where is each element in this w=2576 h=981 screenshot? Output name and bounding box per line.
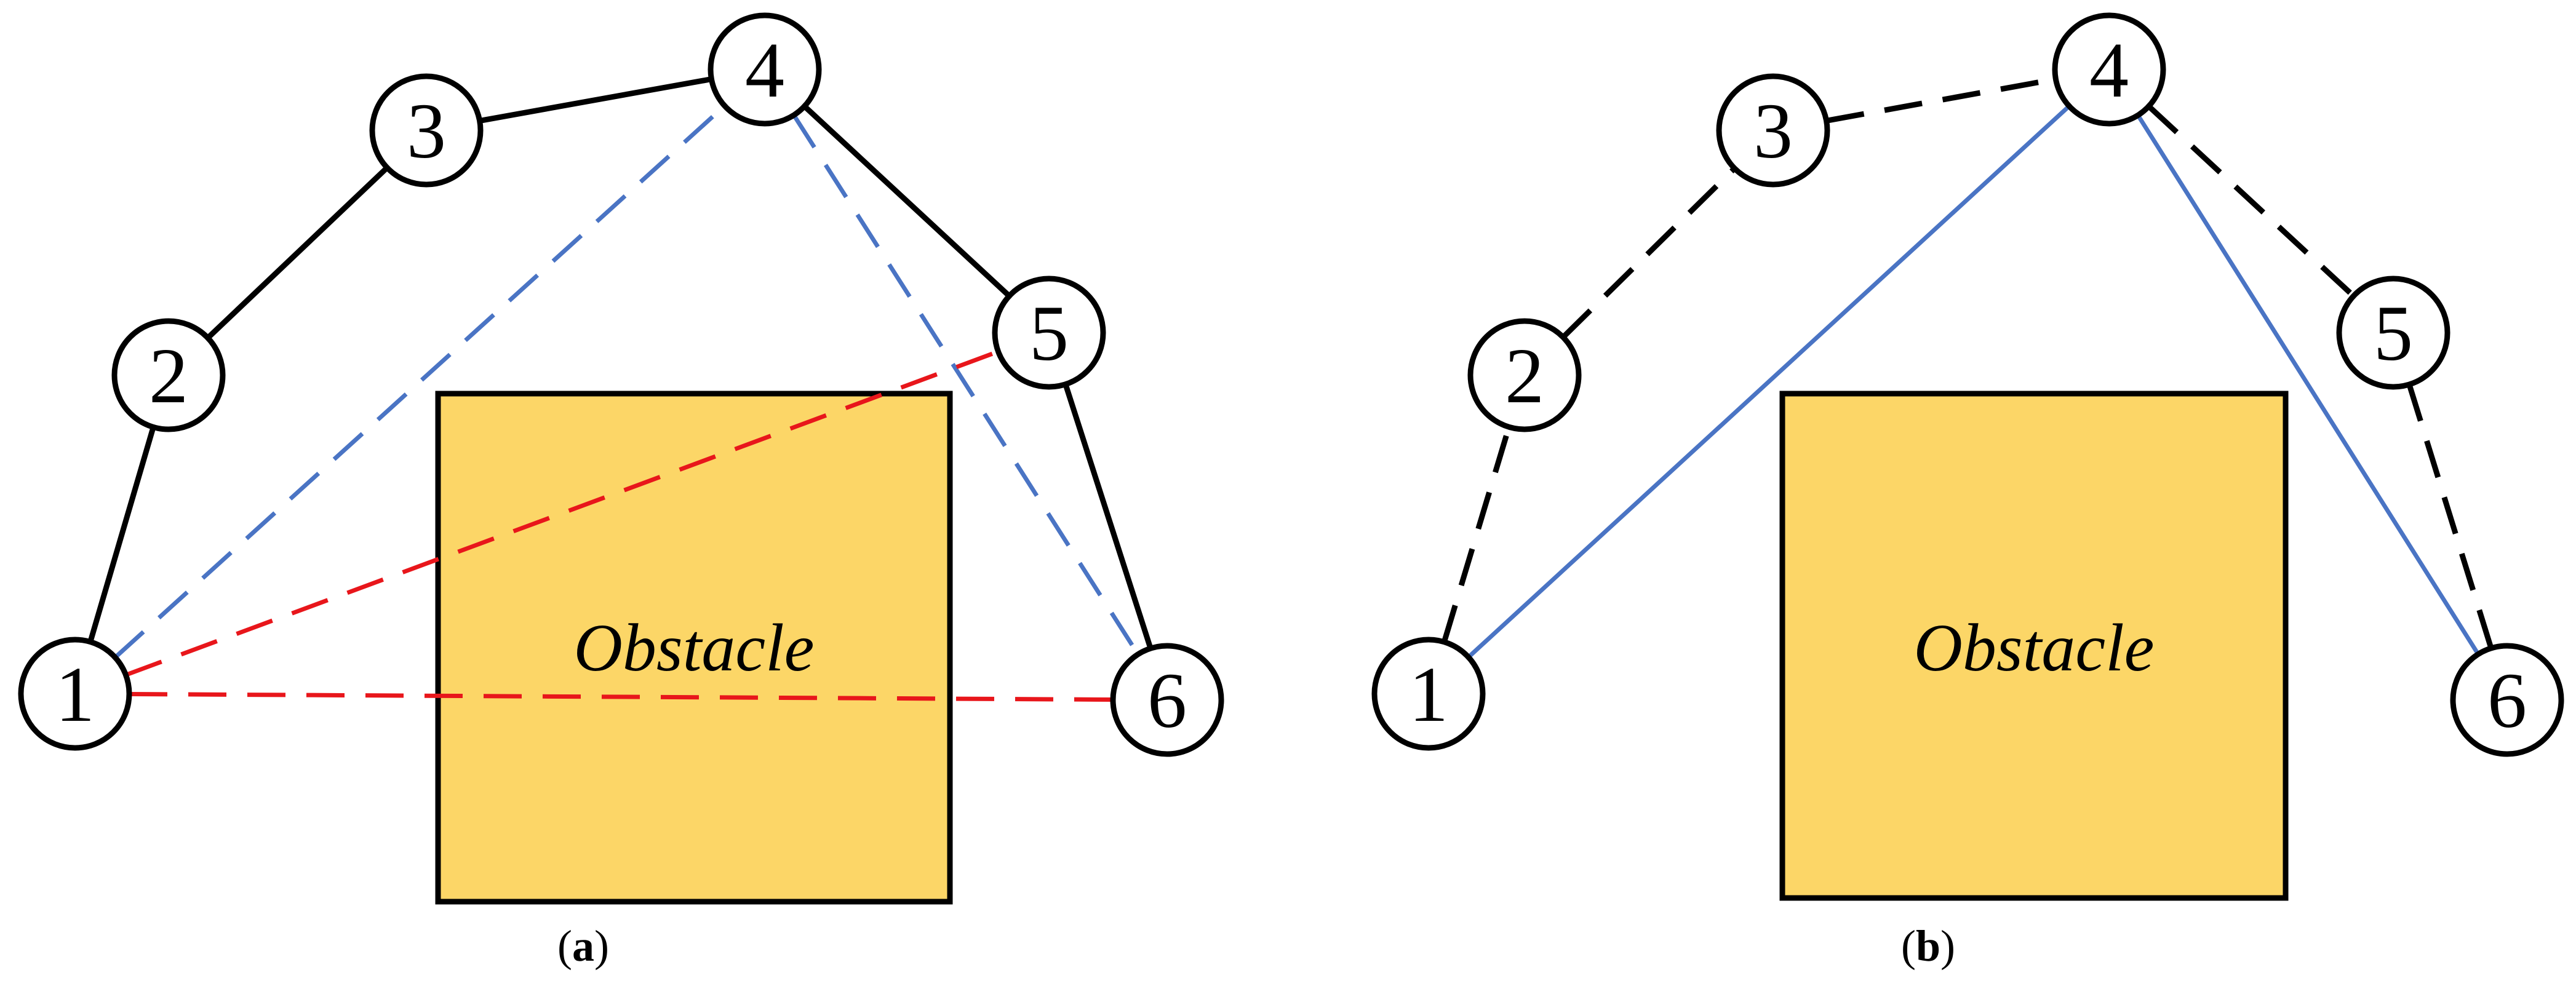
node-circle bbox=[1716, 73, 1830, 188]
node-4: 4 bbox=[2052, 12, 2166, 127]
node-4: 4 bbox=[708, 12, 822, 127]
node-circle bbox=[111, 318, 226, 432]
caption-close-paren: ) bbox=[1940, 921, 1955, 971]
node-2: 2 bbox=[111, 318, 226, 432]
caption-letter: b bbox=[1916, 921, 1940, 971]
edge-3-4 bbox=[1825, 76, 2057, 124]
panel-caption-b: (b) bbox=[1901, 921, 1955, 971]
node-circle bbox=[18, 637, 132, 751]
node-circle bbox=[2052, 12, 2166, 127]
edge-2-3 bbox=[1561, 166, 1737, 340]
edge-2-3 bbox=[205, 165, 389, 340]
nodes-layer: 1 2 3 4 5 6 bbox=[1371, 12, 2564, 757]
node-label: 1 bbox=[55, 651, 95, 738]
node-label: 2 bbox=[149, 332, 188, 419]
node-3: 3 bbox=[369, 73, 484, 188]
panel-b: Obstacle 1 2 3 4 5 6 (b) bbox=[1371, 12, 2564, 971]
node-circle bbox=[2336, 276, 2450, 390]
node-circle bbox=[1371, 637, 1486, 751]
edge-4-6 bbox=[792, 114, 1140, 656]
obstacle-label: Obstacle bbox=[573, 610, 814, 685]
node-3: 3 bbox=[1716, 73, 1830, 188]
node-label: 2 bbox=[1505, 332, 1544, 419]
edge-1-2 bbox=[1442, 426, 1512, 643]
obstacle-label: Obstacle bbox=[1913, 610, 2154, 685]
node-label: 4 bbox=[2089, 26, 2129, 114]
edge-4-5 bbox=[802, 104, 1011, 298]
edge-1-2 bbox=[87, 426, 156, 643]
nodes-layer: 1 2 3 4 5 6 bbox=[18, 12, 1224, 757]
edges-layer bbox=[1442, 76, 2494, 659]
panel-a: Obstacle 1 2 3 4 5 6 (a) bbox=[18, 12, 1224, 971]
caption-open-paren: ( bbox=[557, 921, 572, 971]
node-5: 5 bbox=[992, 276, 1106, 390]
edge-1-6 bbox=[129, 692, 1114, 702]
node-label: 4 bbox=[745, 26, 784, 114]
node-label: 3 bbox=[407, 87, 446, 175]
edge-3-4 bbox=[479, 76, 712, 124]
node-2: 2 bbox=[1467, 318, 1582, 432]
edge-4-6 bbox=[2136, 114, 2480, 656]
panel-caption-a: (a) bbox=[557, 921, 609, 971]
node-label: 3 bbox=[1753, 87, 1793, 175]
node-label: 5 bbox=[1029, 290, 1069, 377]
node-circle bbox=[2450, 643, 2564, 757]
obstacle-rect bbox=[1779, 391, 2289, 901]
node-circle bbox=[1467, 318, 1582, 432]
node-5: 5 bbox=[2336, 276, 2450, 390]
node-circle bbox=[1110, 643, 1224, 757]
node-label: 6 bbox=[1147, 657, 1187, 744]
node-6: 6 bbox=[2450, 643, 2564, 757]
node-6: 6 bbox=[1110, 643, 1224, 757]
node-label: 1 bbox=[1409, 651, 1448, 738]
node-circle bbox=[992, 276, 1106, 390]
edges-layer bbox=[87, 76, 1154, 702]
node-1: 1 bbox=[18, 637, 132, 751]
edge-1-4 bbox=[113, 104, 727, 659]
edge-1-4 bbox=[1467, 104, 2071, 659]
node-circle bbox=[369, 73, 484, 188]
caption-open-paren: ( bbox=[1901, 921, 1916, 971]
node-label: 6 bbox=[2487, 657, 2527, 744]
caption-letter: a bbox=[572, 921, 594, 971]
node-circle bbox=[708, 12, 822, 127]
edge-5-6 bbox=[2406, 383, 2494, 649]
node-label: 5 bbox=[2374, 290, 2413, 377]
edge-1-5 bbox=[125, 349, 999, 677]
node-1: 1 bbox=[1371, 637, 1486, 751]
obstacle-rect bbox=[435, 391, 953, 905]
edge-5-6 bbox=[1063, 383, 1154, 649]
edge-4-5 bbox=[2147, 104, 2356, 298]
caption-close-paren: ) bbox=[594, 921, 609, 971]
